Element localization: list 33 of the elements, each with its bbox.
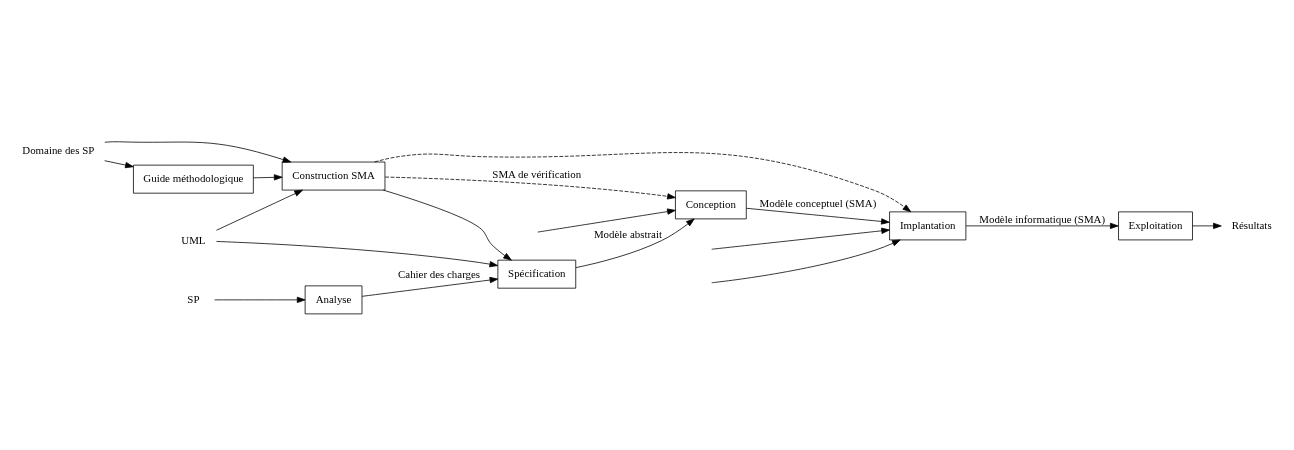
node-box: Exploitation bbox=[1118, 211, 1193, 240]
arrow bbox=[374, 151, 912, 212]
arrow bbox=[216, 240, 498, 267]
arrow bbox=[361, 276, 499, 297]
arrow bbox=[575, 218, 695, 268]
node-box: Analyse bbox=[304, 284, 363, 314]
node-box: Implantation bbox=[889, 211, 967, 240]
arrow bbox=[965, 222, 1119, 229]
node-box: Guide méthodologique bbox=[133, 164, 254, 194]
arrow bbox=[214, 296, 306, 303]
edge-label: Modèle conceptuel (SMA) bbox=[759, 196, 877, 209]
arrow bbox=[104, 159, 134, 168]
arrow bbox=[384, 176, 676, 199]
arrow bbox=[537, 208, 676, 232]
edge-label: Cahier des charges bbox=[398, 267, 481, 280]
node-box: Spécification bbox=[497, 259, 577, 289]
node-text: Résultats bbox=[1231, 218, 1272, 231]
node-box: Construction SMA bbox=[281, 161, 386, 190]
arrow bbox=[216, 189, 303, 231]
node-box: Conception bbox=[675, 189, 747, 219]
node-text: SP bbox=[187, 292, 200, 305]
edge-label: Modèle abstrait bbox=[593, 227, 662, 240]
edge-label: SMA de vérification bbox=[492, 167, 582, 180]
arrow bbox=[746, 207, 890, 225]
arrow bbox=[252, 173, 283, 180]
arrow bbox=[1192, 222, 1222, 229]
arrow bbox=[382, 189, 512, 260]
node-text: Domaine des SP bbox=[22, 143, 95, 156]
node-text: UML bbox=[181, 233, 206, 246]
edge-label: Modèle informatique (SMA) bbox=[979, 212, 1106, 225]
arrow bbox=[104, 140, 292, 163]
arrow bbox=[711, 239, 901, 283]
arrow bbox=[711, 227, 890, 250]
